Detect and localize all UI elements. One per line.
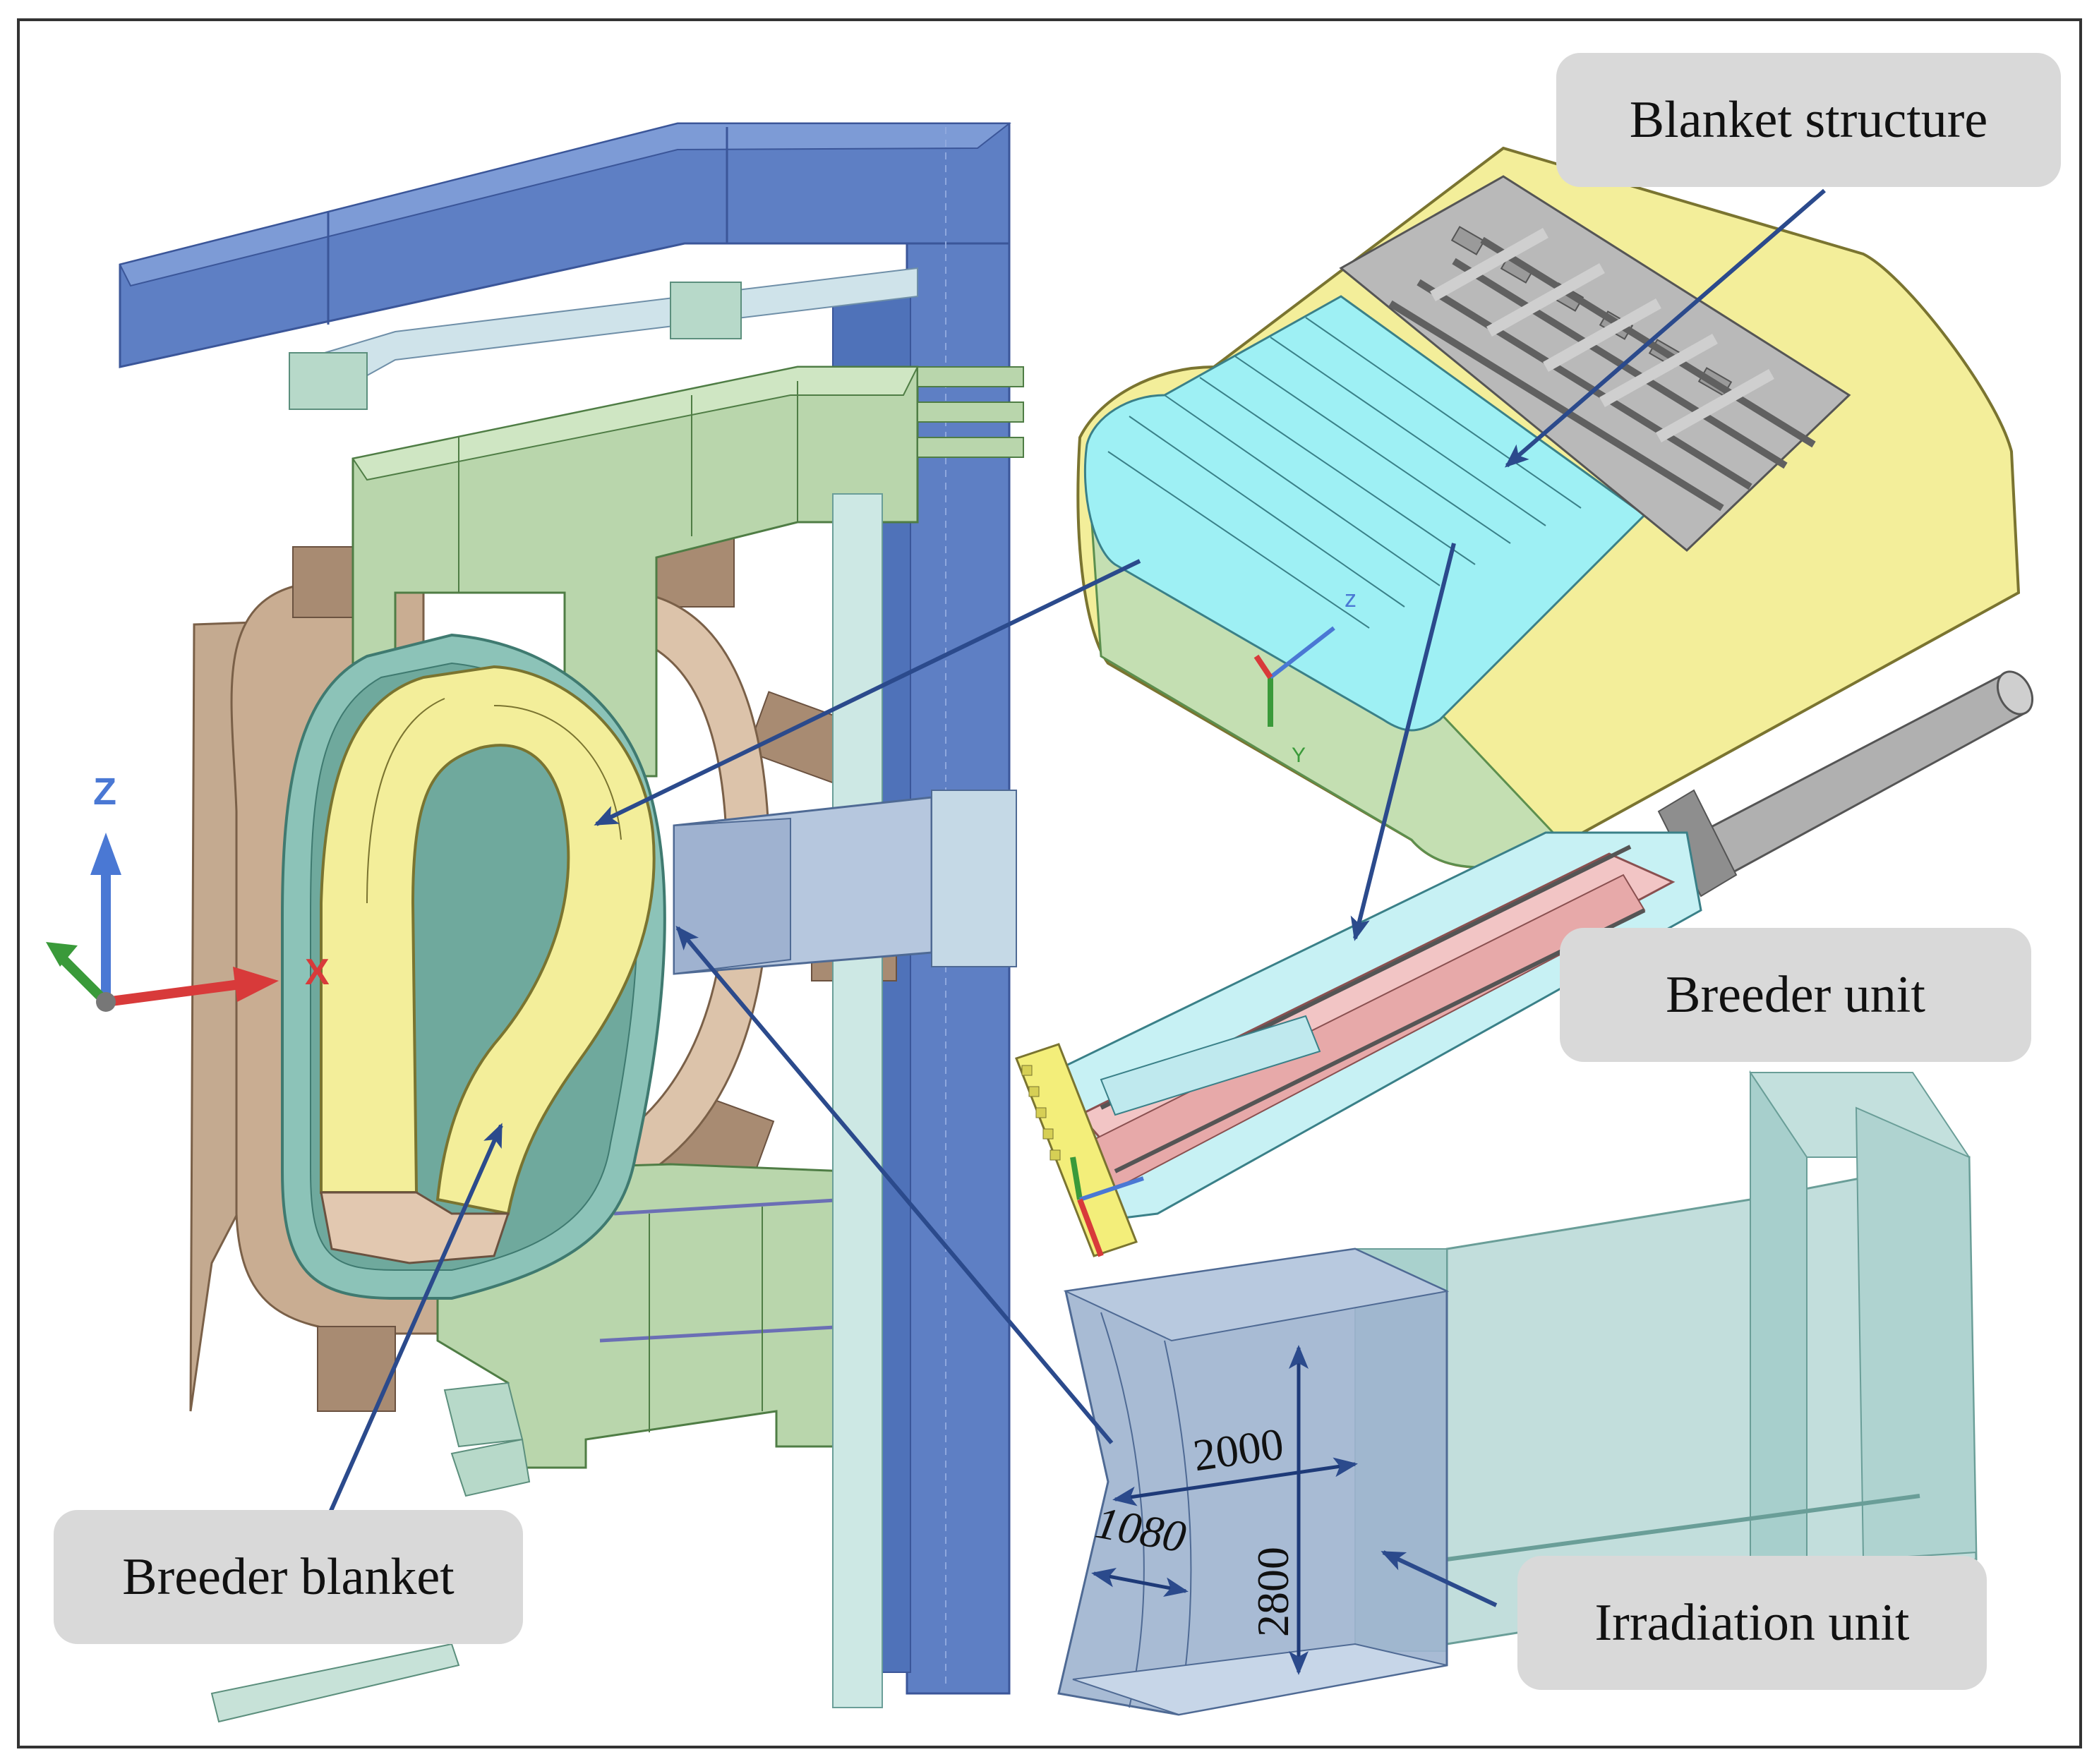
dimension-arrows	[1091, 1345, 1358, 1675]
coordinate-triad	[46, 833, 279, 1012]
z-axis-label: Z	[93, 771, 116, 813]
callout-breeder-blanket-text: Breeder blanket	[122, 1547, 455, 1606]
tokamak-cutaway	[119, 122, 1024, 1723]
callout-irradiation-unit-text: Irradiation unit	[1594, 1593, 1910, 1652]
callout-irradiation-unit: Irradiation unit	[1517, 1556, 1987, 1690]
breeder-unit-model	[1015, 670, 2034, 1257]
module-small-z-label: z	[1345, 586, 1357, 612]
module-small-y-label: Y	[1292, 744, 1306, 767]
dimension-height: 2800	[1248, 1547, 1298, 1637]
callout-breeder-blanket: Breeder blanket	[54, 1510, 523, 1644]
callout-blanket-structure: Blanket structure	[1556, 53, 2061, 187]
x-axis-label: X	[305, 952, 330, 993]
callout-breeder-unit-text: Breeder unit	[1666, 965, 1925, 1024]
callout-breeder-unit: Breeder unit	[1560, 928, 2031, 1062]
callout-blanket-structure-text: Blanket structure	[1629, 90, 1988, 149]
figure-frame	[17, 18, 2082, 1748]
blanket-module	[1076, 146, 2021, 869]
leader-arrows	[326, 188, 1826, 1607]
dimension-width: 2000	[1190, 1418, 1287, 1480]
